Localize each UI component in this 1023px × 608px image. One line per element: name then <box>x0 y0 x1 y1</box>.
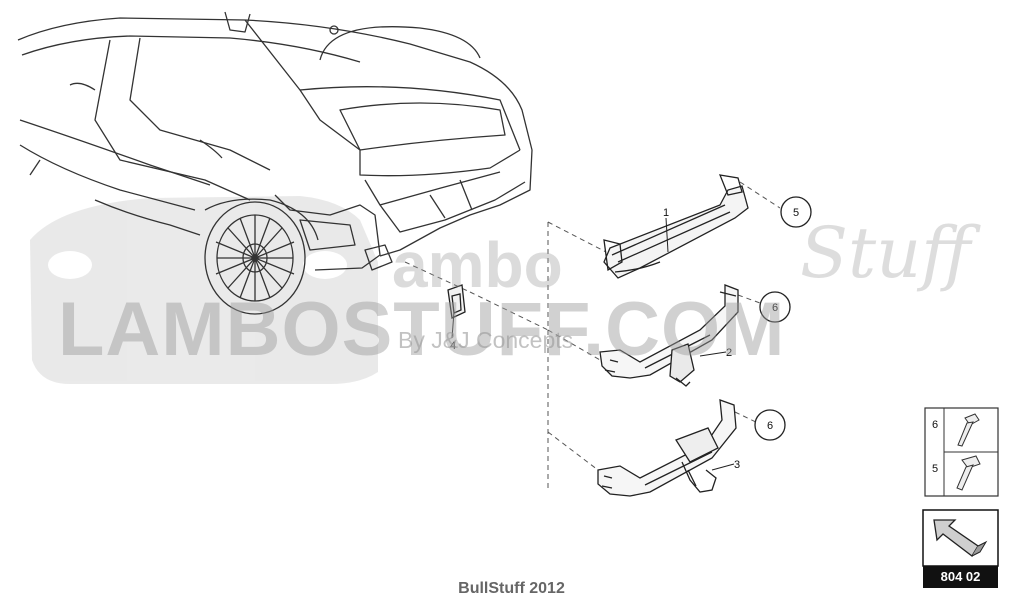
wheel-icon <box>204 198 319 315</box>
vehicle-rear-outline <box>17 11 533 271</box>
footer-caption: BullStuff 2012 <box>458 580 565 597</box>
bolt-legend: 6 5 <box>924 407 999 497</box>
legend-number-6: 6 <box>932 419 938 431</box>
diagram-code: 804 02 <box>940 569 981 584</box>
cover-cap-part <box>447 284 466 319</box>
bolt-flange-icon <box>956 455 981 491</box>
callout-2: 2 <box>726 347 732 359</box>
svg-text:5: 5 <box>793 207 799 219</box>
svg-text:6: 6 <box>767 420 773 432</box>
callout-4: 4 <box>450 340 456 352</box>
svg-text:6: 6 <box>772 302 778 314</box>
navigation-arrow-button[interactable] <box>922 509 999 588</box>
callout-circle-6-lower[interactable]: 6 <box>754 409 786 441</box>
callout-3: 3 <box>734 459 740 471</box>
leader-lines <box>404 181 781 492</box>
callout-1: 1 <box>663 207 669 219</box>
callout-circle-5[interactable]: 5 <box>780 196 812 228</box>
bumper-reinforcement-part <box>603 174 749 279</box>
tow-hitch-retractable-part <box>597 399 737 497</box>
legend-number-5: 5 <box>932 463 938 475</box>
callout-circle-6-upper[interactable]: 6 <box>759 291 791 323</box>
watermark-car-icon <box>30 196 378 384</box>
bolt-icon <box>957 413 980 447</box>
callout-leaders <box>451 217 735 471</box>
tow-hitch-fixed-part <box>599 284 739 387</box>
